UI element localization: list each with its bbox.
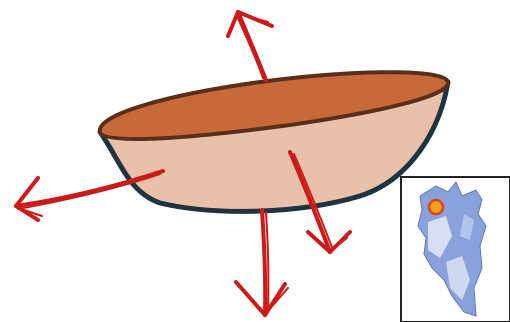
arrow-down-icon	[236, 210, 288, 315]
arrow-left-icon	[16, 171, 163, 220]
location-marker-icon	[429, 200, 443, 214]
arrow-up-icon	[228, 12, 272, 80]
bowl	[100, 72, 448, 211]
inset-map	[401, 177, 510, 322]
